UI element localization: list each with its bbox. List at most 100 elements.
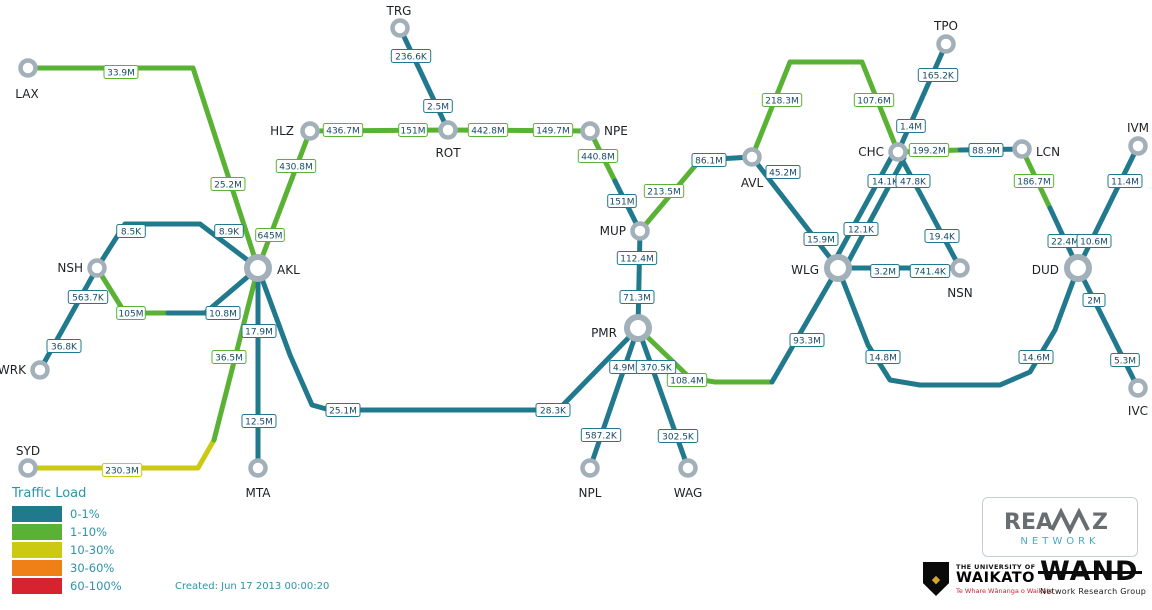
node-dud[interactable]: DUD	[1032, 254, 1092, 282]
node-circle	[244, 254, 272, 282]
traffic-label-npe-mup[interactable]: 440.8M	[577, 149, 619, 163]
node-syd[interactable]: SYD	[16, 444, 40, 478]
traffic-label-hlz-rot[interactable]: 436.7M	[322, 123, 364, 137]
node-nsn[interactable]: NSN	[947, 258, 973, 301]
traffic-value: 17.9M	[245, 328, 273, 338]
traffic-label-akl-mta[interactable]: 12.5M	[241, 414, 277, 428]
traffic-label-tpo-chc[interactable]: 1.4M	[896, 119, 926, 133]
node-label: LAX	[15, 87, 38, 101]
traffic-label-nsh-wrk[interactable]: 36.8K	[46, 339, 82, 353]
traffic-label-rot-npe[interactable]: 442.8M	[467, 123, 509, 137]
traffic-label-box	[241, 324, 277, 338]
traffic-label-syd-akl[interactable]: 36.5M	[211, 350, 247, 364]
node-label: WLG	[791, 263, 819, 277]
node-pmr[interactable]: PMR	[591, 314, 652, 342]
traffic-label-nsh-akl-lower[interactable]: 105M	[116, 306, 146, 320]
traffic-label-hlz-akl[interactable]: 645M	[255, 228, 285, 242]
waikato-line2: WAIKATO	[956, 569, 1036, 586]
node-hlz[interactable]: HLZ	[270, 121, 320, 141]
node-avl[interactable]: AVL	[741, 147, 764, 191]
traffic-label-box	[325, 403, 361, 417]
traffic-label-syd-akl[interactable]: 230.3M	[101, 463, 143, 477]
traffic-label-nsh-akl-lower[interactable]: 10.8M	[205, 306, 241, 320]
link-line	[895, 41, 949, 155]
traffic-label-akl-pmr[interactable]: 25.1M	[325, 403, 361, 417]
traffic-label-pmr-npl[interactable]: 4.9M	[609, 360, 639, 374]
traffic-value: 8.9K	[219, 228, 240, 238]
traffic-label-tpo-chc[interactable]: 165.2K	[917, 68, 959, 82]
traffic-label-rot-npe[interactable]: 149.7M	[532, 123, 574, 137]
traffic-label-lax-akl[interactable]: 33.9M	[103, 65, 139, 79]
node-mup[interactable]: MUP	[600, 221, 650, 241]
traffic-label-chc-wlg-b[interactable]: 47.8K	[895, 174, 931, 188]
traffic-label-trg-rot[interactable]: 236.6K	[390, 49, 432, 63]
traffic-label-chc-wlg-a[interactable]: 12.1K	[843, 222, 879, 236]
traffic-label-chc-lcn[interactable]: 88.9M	[968, 143, 1004, 157]
traffic-label-dud-ivc[interactable]: 5.3M	[1110, 353, 1140, 367]
traffic-label-pmr-wlg[interactable]: 93.3M	[789, 333, 825, 347]
traffic-label-avl-chc[interactable]: 218.3M	[761, 93, 803, 107]
traffic-label-mup-pmr[interactable]: 112.4M	[616, 251, 658, 265]
traffic-label-wlg-dud[interactable]: 14.6M	[1018, 350, 1054, 364]
link-dud-ivc	[1075, 265, 1141, 391]
link-line	[94, 221, 261, 271]
traffic-label-chc-lcn[interactable]: 199.2M	[908, 143, 950, 157]
traffic-value: 88.9M	[972, 147, 1000, 157]
traffic-label-ivm-dud[interactable]: 10.6M	[1076, 234, 1112, 248]
traffic-label-box	[761, 93, 803, 107]
traffic-label-wlg-nsn[interactable]: 3.2M	[870, 264, 900, 278]
node-akl[interactable]: AKL	[244, 254, 300, 282]
node-label: HLZ	[270, 124, 294, 138]
node-wag[interactable]: WAG	[674, 458, 703, 501]
traffic-label-nsh-wrk[interactable]: 563.7K	[67, 290, 109, 304]
traffic-label-hlz-akl[interactable]: 430.8M	[275, 159, 317, 173]
node-lcn[interactable]: LCN	[1012, 139, 1061, 160]
traffic-label-npe-mup[interactable]: 151M	[607, 194, 637, 208]
traffic-value: 45.2M	[769, 169, 797, 179]
traffic-label-akl-mta[interactable]: 17.9M	[241, 324, 277, 338]
traffic-label-avl-wlg[interactable]: 45.2M	[765, 165, 801, 179]
node-rot[interactable]: ROT	[435, 120, 461, 161]
node-ivc[interactable]: IVC	[1128, 378, 1148, 419]
traffic-label-pmr-wag[interactable]: 302.5K	[657, 429, 699, 443]
traffic-label-avl-wlg[interactable]: 15.9M	[803, 232, 839, 246]
node-circle	[87, 258, 107, 278]
traffic-value: 12.5M	[245, 418, 273, 428]
traffic-label-nsh-akl-upper[interactable]: 8.5K	[116, 224, 146, 238]
node-ivm[interactable]: IVM	[1127, 121, 1149, 156]
traffic-label-avl-chc[interactable]: 107.6M	[853, 93, 895, 107]
traffic-label-trg-rot[interactable]: 2.5M	[423, 99, 453, 113]
node-label: MUP	[600, 224, 626, 238]
node-chc[interactable]: CHC	[858, 142, 908, 162]
traffic-label-lcn-dud[interactable]: 186.7M	[1013, 174, 1055, 188]
link-line	[769, 265, 841, 385]
traffic-label-pmr-wlg[interactable]: 108.4M	[666, 373, 708, 387]
link-line	[1075, 265, 1141, 391]
traffic-label-hlz-rot[interactable]: 151M	[398, 123, 428, 137]
node-wrk[interactable]: WRK	[0, 360, 50, 380]
traffic-label-mup-pmr[interactable]: 71.3M	[619, 290, 655, 304]
node-mta[interactable]: MTA	[246, 458, 272, 501]
traffic-label-nsh-akl-upper[interactable]: 8.9K	[214, 224, 244, 238]
node-lax[interactable]: LAX	[15, 58, 39, 102]
traffic-label-wlg-dud[interactable]: 14.8M	[865, 350, 901, 364]
traffic-value: 36.5M	[215, 354, 243, 364]
traffic-load-legend: Traffic Load 0-1%1-10%10-30%30-60%60-100…	[12, 486, 122, 595]
traffic-label-ivm-dud[interactable]: 11.4M	[1107, 174, 1143, 188]
traffic-label-wlg-nsn[interactable]: 741.4K	[909, 264, 951, 278]
traffic-label-lax-akl[interactable]: 25.2M	[210, 177, 246, 191]
traffic-label-mup-avl[interactable]: 213.5M	[643, 184, 685, 198]
node-trg[interactable]: TRG	[386, 4, 412, 38]
node-tpo[interactable]: TPO	[933, 19, 958, 54]
node-wlg[interactable]: WLG	[791, 254, 852, 282]
node-npl[interactable]: NPL	[579, 458, 602, 501]
traffic-label-nsn-chc[interactable]: 19.4K	[924, 229, 960, 243]
node-npe[interactable]: NPE	[580, 121, 628, 141]
traffic-label-dud-ivc[interactable]: 2M	[1082, 293, 1106, 307]
traffic-label-akl-pmr[interactable]: 28.3K	[535, 403, 571, 417]
traffic-label-pmr-wag[interactable]: 370.5K	[635, 360, 677, 374]
node-nsh[interactable]: NSH	[57, 258, 107, 278]
traffic-label-box	[1013, 174, 1055, 188]
traffic-label-pmr-npl[interactable]: 587.2K	[580, 428, 622, 442]
traffic-label-mup-avl[interactable]: 86.1M	[691, 153, 727, 167]
